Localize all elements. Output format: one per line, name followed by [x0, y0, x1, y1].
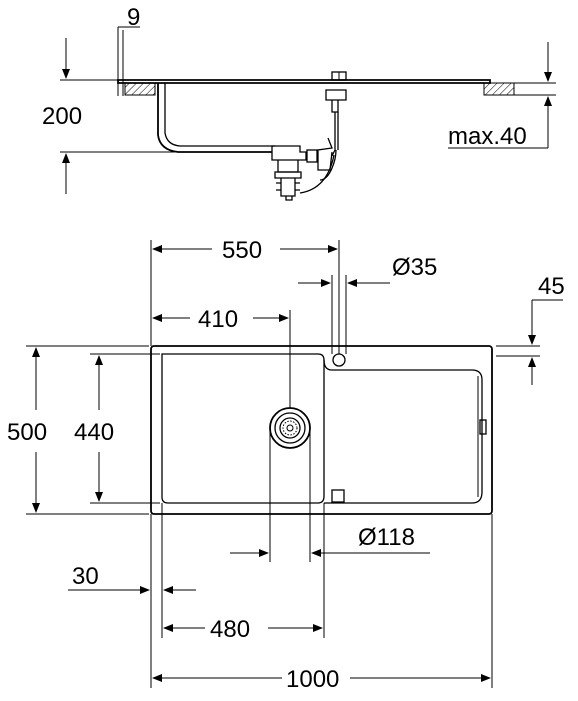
plan-view: 550 Ø35 45 410 500 440 Ø118	[7, 237, 565, 693]
sink-rim	[117, 79, 491, 84]
sink-outline	[150, 345, 493, 515]
waste-outer	[269, 407, 311, 449]
dim-30: 30	[72, 563, 99, 590]
dim-440: 440	[74, 419, 114, 446]
dim-1000: 1000	[286, 666, 339, 693]
drainer-outline	[323, 359, 483, 504]
dim-200: 200	[42, 103, 82, 130]
dim-550: 550	[222, 237, 262, 264]
dim-9: 9	[127, 4, 140, 31]
dim-45: 45	[538, 273, 565, 300]
tap-hole-circle	[332, 353, 346, 367]
overflow-square	[331, 489, 345, 503]
worktop-right	[483, 82, 515, 96]
bowl-profile	[157, 83, 272, 153]
dim-500: 500	[7, 419, 47, 446]
dim-480: 480	[210, 616, 250, 643]
bowl-outline	[161, 353, 325, 504]
side-view: 9 200 max.40	[42, 4, 556, 201]
dim-d118: Ø118	[358, 524, 415, 551]
dim-410: 410	[198, 306, 238, 333]
worktop-left	[124, 82, 156, 96]
dim-d35: Ø35	[392, 254, 437, 281]
dim-max40: max.40	[448, 123, 527, 150]
